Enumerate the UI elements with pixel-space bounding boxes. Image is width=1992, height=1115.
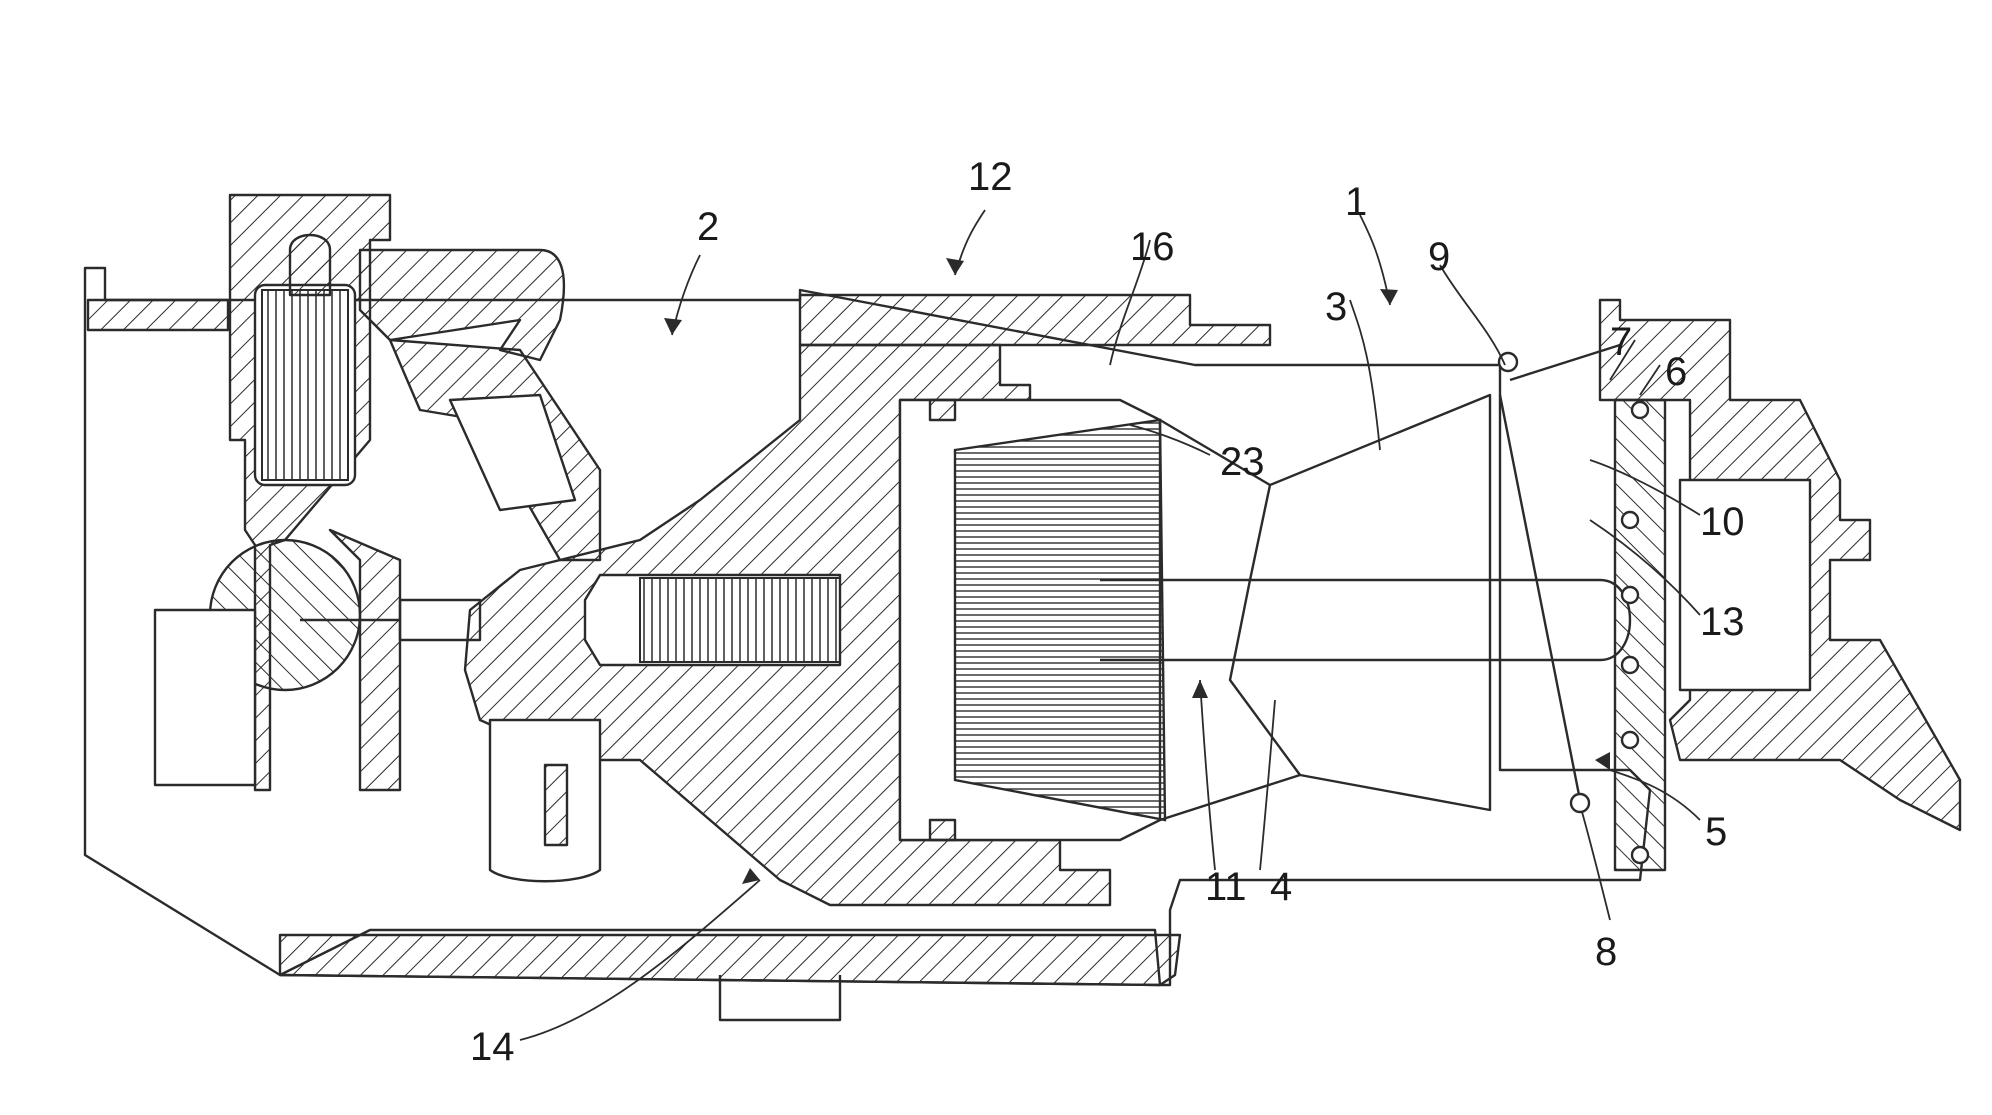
pivot-9 bbox=[1499, 353, 1517, 371]
label-14: 14 bbox=[470, 1025, 515, 1069]
label-6: 6 bbox=[1665, 350, 1687, 394]
cone-nozzle bbox=[1230, 395, 1490, 810]
label-10: 10 bbox=[1700, 500, 1745, 544]
lower-plug-pin bbox=[545, 765, 567, 845]
right-seal-strip bbox=[1615, 400, 1665, 870]
label-12: 12 bbox=[968, 155, 1013, 199]
label-1: 1 bbox=[1345, 180, 1367, 224]
label-16: 16 bbox=[1130, 225, 1175, 269]
roller-seal-upper bbox=[930, 400, 955, 420]
piston-spring bbox=[640, 578, 840, 662]
label-5: 5 bbox=[1705, 810, 1727, 854]
valve-flap bbox=[1500, 395, 1580, 800]
label-9: 9 bbox=[1428, 235, 1450, 279]
label-7: 7 bbox=[1610, 320, 1632, 364]
pivot-8 bbox=[1571, 794, 1589, 812]
label-13: 13 bbox=[1700, 600, 1745, 644]
top-wall-left bbox=[88, 300, 228, 330]
label-11: 11 bbox=[1205, 865, 1247, 909]
roller-seal-lower bbox=[930, 820, 955, 840]
bristle-roller bbox=[955, 420, 1165, 820]
top-wall-middle bbox=[800, 295, 1270, 345]
bottom-wall bbox=[280, 935, 1180, 985]
label-4: 4 bbox=[1270, 865, 1292, 909]
label-3: 3 bbox=[1325, 285, 1347, 329]
label-8: 8 bbox=[1595, 930, 1617, 974]
label-23: 23 bbox=[1220, 440, 1265, 484]
label-2: 2 bbox=[697, 205, 719, 249]
